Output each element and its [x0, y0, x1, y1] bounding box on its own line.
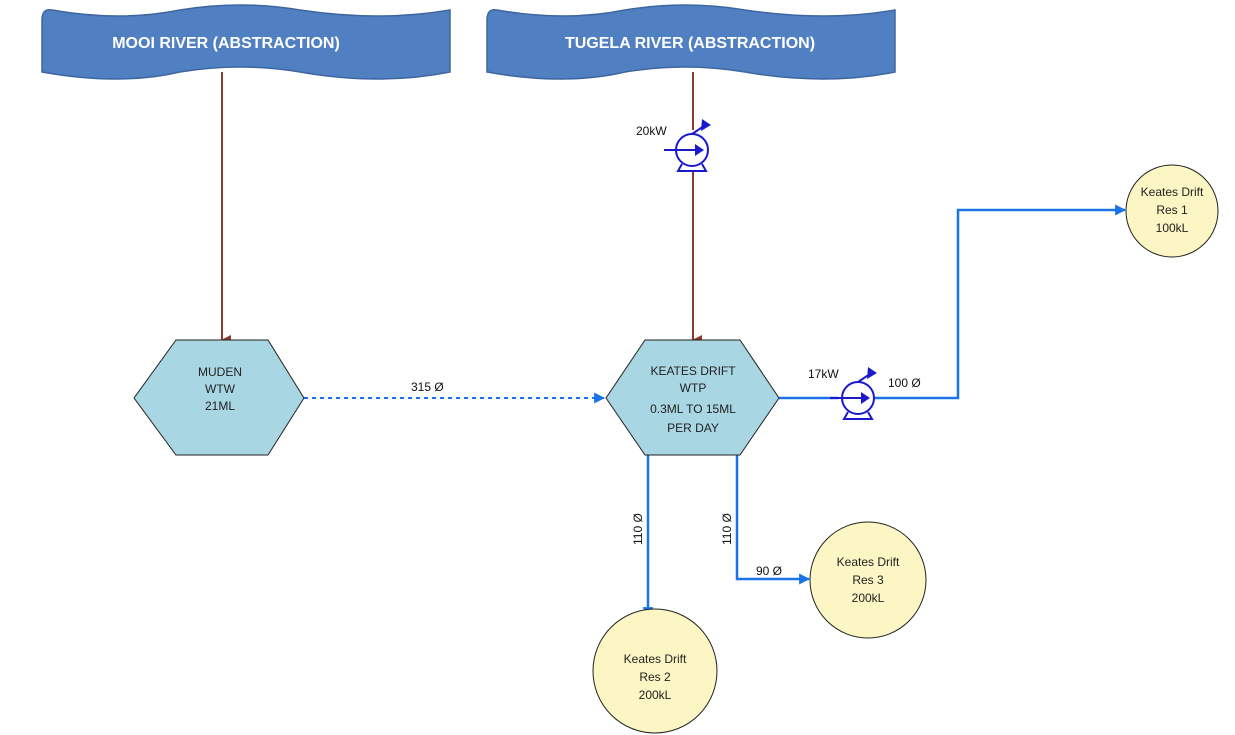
- keates-drift-wtp-node: KEATES DRIFT WTP 0.3ML TO 15ML PER DAY: [605, 339, 780, 456]
- muden-to-keates-pipe-label: 315 Ø: [411, 380, 444, 394]
- mooi-river-label: MOOI RIVER (ABSTRACTION): [112, 35, 340, 52]
- keates-drift-res3-node: Keates Drift Res 3 200kL: [809, 521, 927, 639]
- res3-pipe-label-vertical: 110 Ø: [720, 513, 734, 545]
- res1-pump-label: 17kW: [808, 367, 839, 381]
- keates-drift-res1-node: Keates Drift Res 1 100kL: [1125, 164, 1219, 258]
- muden-wtw-node: MUDEN WTW 21ML: [133, 339, 305, 456]
- res2-line-2: Res 2: [639, 670, 671, 684]
- keates-line-3: 0.3ML TO 15ML: [650, 402, 736, 416]
- res1-line-3: 100kL: [1156, 221, 1189, 235]
- tugela-pump-label: 20kW: [636, 124, 667, 138]
- res1-line-1: Keates Drift: [1141, 185, 1204, 199]
- tugela-river-label: TUGELA RIVER (ABSTRACTION): [565, 35, 815, 52]
- pump-to-res1-pipe: [858, 204, 1127, 400]
- keates-line-1: KEATES DRIFT: [650, 364, 736, 378]
- res3-line-1: Keates Drift: [837, 555, 900, 569]
- res1-line-2: Res 1: [1156, 203, 1188, 217]
- keates-line-2: WTP: [680, 381, 707, 395]
- res3-pipe-label-horizontal: 90 Ø: [756, 564, 782, 578]
- keates-drift-res2-node: Keates Drift Res 2 200kL: [592, 608, 718, 734]
- res2-pipe-label: 110 Ø: [631, 513, 645, 545]
- mooi-river-banner: MOOI RIVER (ABSTRACTION): [41, 4, 451, 80]
- res3-line-3: 200kL: [852, 591, 885, 605]
- muden-line-2: WTW: [205, 382, 236, 396]
- res3-line-2: Res 3: [852, 573, 884, 587]
- tugela-river-banner: TUGELA RIVER (ABSTRACTION): [486, 4, 896, 80]
- keates-line-4: PER DAY: [667, 421, 719, 435]
- muden-line-1: MUDEN: [198, 365, 242, 379]
- muden-line-3: 21ML: [205, 399, 235, 413]
- tugela-pump-icon: [664, 119, 711, 172]
- res2-line-3: 200kL: [639, 688, 672, 702]
- res2-line-1: Keates Drift: [624, 652, 687, 666]
- res1-pump-icon: [830, 367, 877, 420]
- keates-to-res3-pipe: [735, 455, 811, 585]
- res1-pipe-label: 100 Ø: [888, 376, 921, 390]
